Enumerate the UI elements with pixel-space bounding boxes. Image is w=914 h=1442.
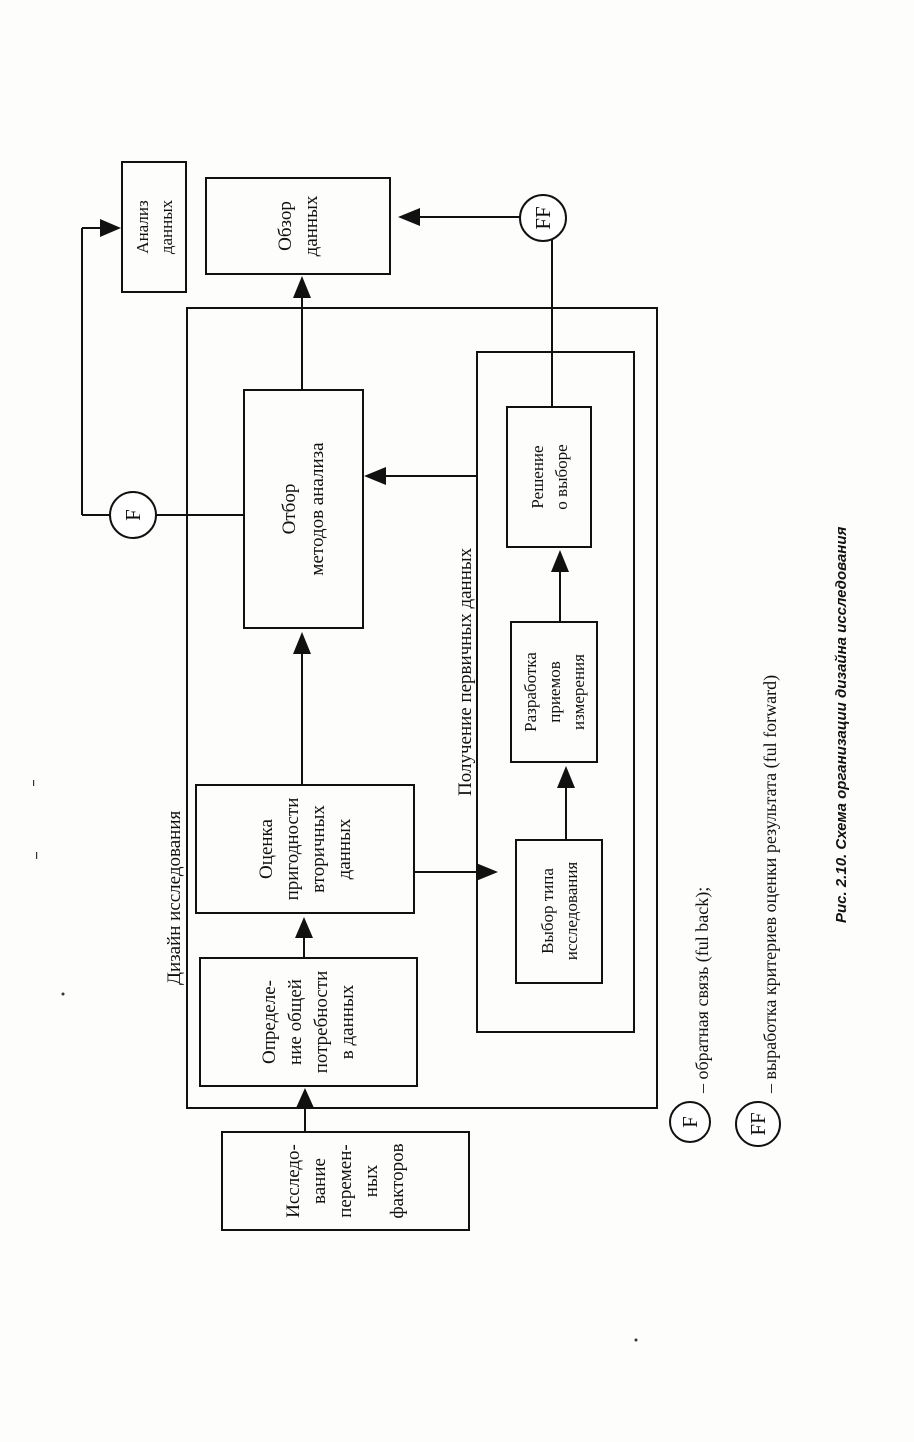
block-label-line: Разработка xyxy=(521,652,540,732)
decision-block-label: Решение о выборе xyxy=(528,444,571,509)
legend-f-symbol: F xyxy=(678,1116,702,1128)
general-need-block xyxy=(199,957,418,1087)
block-label-line: Выбор типа xyxy=(538,868,557,954)
block-label-line: ных xyxy=(361,1164,382,1197)
research-type-block-label: Выбор типа исследования xyxy=(538,862,581,961)
scan-speck xyxy=(33,780,35,786)
legend: F – обратная связь (ful back); FF – выра… xyxy=(669,675,781,1147)
block-label-line: данных xyxy=(157,199,176,254)
block-label-line: Исследо- xyxy=(283,1144,304,1218)
primary-data-frame xyxy=(476,351,635,1033)
figure-caption: Рис. 2.10. Схема организации дизайна исс… xyxy=(833,526,850,923)
measurement-block-label: Разработка приемов измерения xyxy=(521,652,588,732)
block-label-line: измерения xyxy=(569,654,588,730)
block-label-line: исследования xyxy=(562,862,581,961)
legend-ff-symbol: FF xyxy=(746,1112,770,1135)
methods-block xyxy=(243,389,364,629)
scan-speck xyxy=(634,1338,638,1342)
block-label-line: о выборе xyxy=(552,444,571,509)
legend-ff-text: – выработка критериев оценки результата … xyxy=(760,675,781,1094)
feedforward-ff-label: FF xyxy=(531,206,555,229)
scan-speck xyxy=(61,992,65,996)
research-type-block xyxy=(515,839,603,984)
feedback-f-label: F xyxy=(121,509,145,521)
decision-block xyxy=(506,406,592,548)
methods-block-label: Отбор методов анализа xyxy=(279,442,328,576)
measurement-block xyxy=(510,621,598,763)
block-label-line: перемен- xyxy=(335,1144,356,1218)
block-label-line: в данных xyxy=(337,984,358,1059)
block-label-line: Оценка xyxy=(256,819,277,879)
block-label-line: методов анализа xyxy=(307,442,328,576)
scan-speck xyxy=(36,852,38,859)
analysis-block-label: Анализ данных xyxy=(133,199,176,254)
block-label-line: Решение xyxy=(528,445,547,508)
block-label-line: вторичных xyxy=(308,805,329,893)
block-label-line: факторов xyxy=(387,1143,408,1218)
design-frame-title: Дизайн исследования xyxy=(164,810,185,985)
legend-f-circle xyxy=(669,1101,711,1143)
feedforward-ff-circle xyxy=(519,194,567,242)
connectors xyxy=(81,208,575,1132)
input-block xyxy=(221,1131,470,1231)
block-label-line: потребности xyxy=(311,971,332,1074)
block-label-line: Обзор xyxy=(275,201,296,251)
secondary-data-block xyxy=(195,784,415,914)
block-label-line: Анализ xyxy=(133,200,152,254)
block-label-line: вание xyxy=(309,1158,330,1204)
block-label-line: Определе- xyxy=(259,980,280,1064)
legend-ff-circle xyxy=(735,1101,781,1147)
analysis-block xyxy=(121,161,187,293)
review-block xyxy=(205,177,391,275)
block-label-line: Отбор xyxy=(279,484,300,535)
block-label-line: ние общей xyxy=(285,979,306,1065)
feedback-f-circle xyxy=(109,491,157,539)
block-label-line: данных xyxy=(301,195,322,256)
design-frame xyxy=(186,307,658,1109)
primary-frame-title: Получение первичных данных xyxy=(455,547,476,796)
block-label-line: пригодности xyxy=(282,798,303,901)
legend-f-text: – обратная связь (ful back); xyxy=(692,887,713,1094)
block-label-line: данных xyxy=(334,818,355,879)
block-label-line: приемов xyxy=(545,661,564,723)
